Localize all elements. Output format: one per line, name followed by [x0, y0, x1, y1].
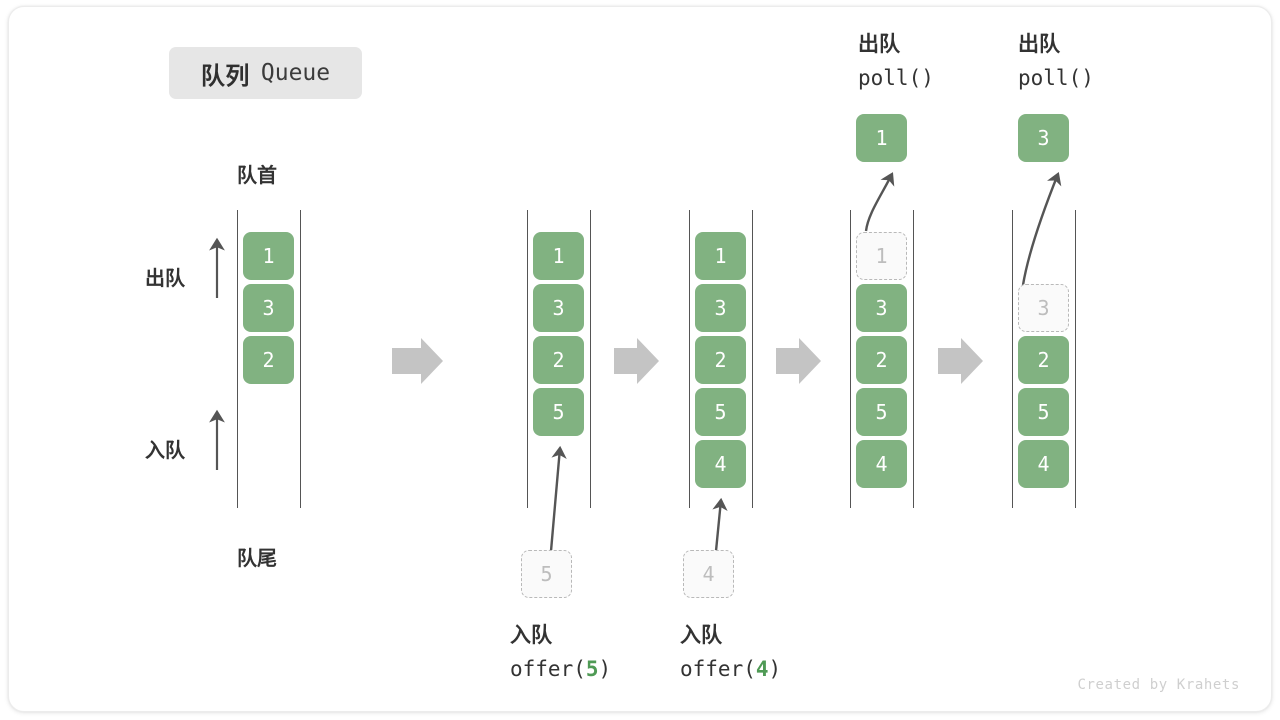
- queue-cell: 4: [1018, 440, 1069, 488]
- dequeue-side-label: 出队: [145, 268, 185, 290]
- queue-cell: 3: [243, 284, 294, 332]
- operation-caption-chinese: 出队: [1018, 33, 1060, 56]
- queue-rail-right: [590, 210, 591, 508]
- diagram-title-badge: 队列 Queue: [169, 47, 362, 99]
- queue-rail-left: [689, 210, 690, 508]
- operation-caption: 入队 offer(5): [510, 620, 611, 685]
- flow-arrow-2: [614, 338, 659, 384]
- incoming-element-ghost: 4: [683, 550, 734, 598]
- queue-cell: 4: [695, 440, 746, 488]
- operation-caption: 出队 poll(): [1018, 29, 1094, 94]
- queue-cell: 3: [533, 284, 584, 332]
- operation-caption: 入队 offer(4): [680, 620, 781, 685]
- queue-cell: 5: [533, 388, 584, 436]
- queue-cell: 4: [856, 440, 907, 488]
- queue-cell: 2: [856, 336, 907, 384]
- operation-caption-code: poll(): [1018, 65, 1094, 90]
- queue-cell: 1: [695, 232, 746, 280]
- queue-cell: 1: [243, 232, 294, 280]
- queue-rail-right: [752, 210, 753, 508]
- operation-caption: 出队 poll(): [858, 29, 934, 94]
- queue-rail-left: [1012, 210, 1013, 508]
- queue-tail-label: 队尾: [237, 548, 277, 570]
- queue-cell: 3: [856, 284, 907, 332]
- operation-caption-code: offer(4): [680, 656, 782, 681]
- enqueue-side-label: 入队: [145, 440, 185, 462]
- operation-caption-code: poll(): [858, 65, 934, 90]
- watermark: Created by Krahets: [1077, 677, 1240, 693]
- flow-arrow-1: [392, 338, 443, 384]
- title-chinese: 队列: [200, 62, 250, 90]
- queue-cell: 2: [695, 336, 746, 384]
- queue-cell: 1: [533, 232, 584, 280]
- operation-caption-chinese: 入队: [510, 624, 552, 647]
- queue-rail-right: [913, 210, 914, 508]
- queue-head-label: 队首: [237, 165, 277, 187]
- incoming-element-ghost: 5: [521, 550, 572, 598]
- operation-caption-chinese: 入队: [680, 624, 722, 647]
- queue-rail-left: [850, 210, 851, 508]
- queue-rail-left: [237, 210, 238, 508]
- popped-element: 3: [1018, 114, 1069, 162]
- flow-arrow-3: [776, 338, 821, 384]
- queue-cell: 2: [243, 336, 294, 384]
- operation-argument: 4: [755, 656, 769, 681]
- dequeue-pointer-arrow-1: [864, 172, 895, 232]
- queue-cell: 2: [1018, 336, 1069, 384]
- queue-rail-left: [527, 210, 528, 508]
- queue-cell: 5: [856, 388, 907, 436]
- operation-argument: 5: [585, 656, 599, 681]
- queue-rail-right: [300, 210, 301, 508]
- queue-rail-right: [1075, 210, 1076, 508]
- enqueue-pointer-arrow-5: [549, 445, 567, 552]
- flow-arrow-4: [938, 338, 983, 384]
- enqueue-pointer-arrow-4: [712, 497, 728, 552]
- queue-cell: 5: [1018, 388, 1069, 436]
- dequeue-pointer-arrow-3: [1021, 171, 1062, 286]
- queue-cell: 3: [695, 284, 746, 332]
- operation-caption-code: offer(5): [510, 656, 612, 681]
- operation-caption-chinese: 出队: [858, 33, 900, 56]
- queue-cell-ghost: 3: [1018, 284, 1069, 332]
- queue-cell-ghost: 1: [856, 232, 907, 280]
- title-english: Queue: [260, 60, 331, 86]
- queue-cell: 5: [695, 388, 746, 436]
- popped-element: 1: [856, 114, 907, 162]
- queue-cell: 2: [533, 336, 584, 384]
